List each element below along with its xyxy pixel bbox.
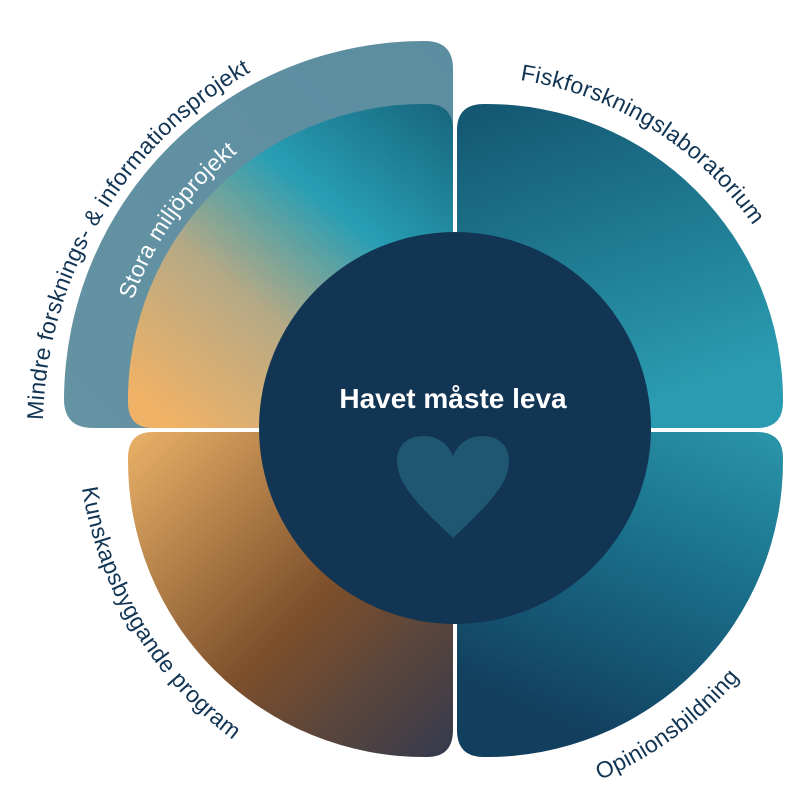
heart-icon [397,436,509,538]
center-circle [259,232,651,624]
center-title: Havet måste leva [339,383,567,414]
